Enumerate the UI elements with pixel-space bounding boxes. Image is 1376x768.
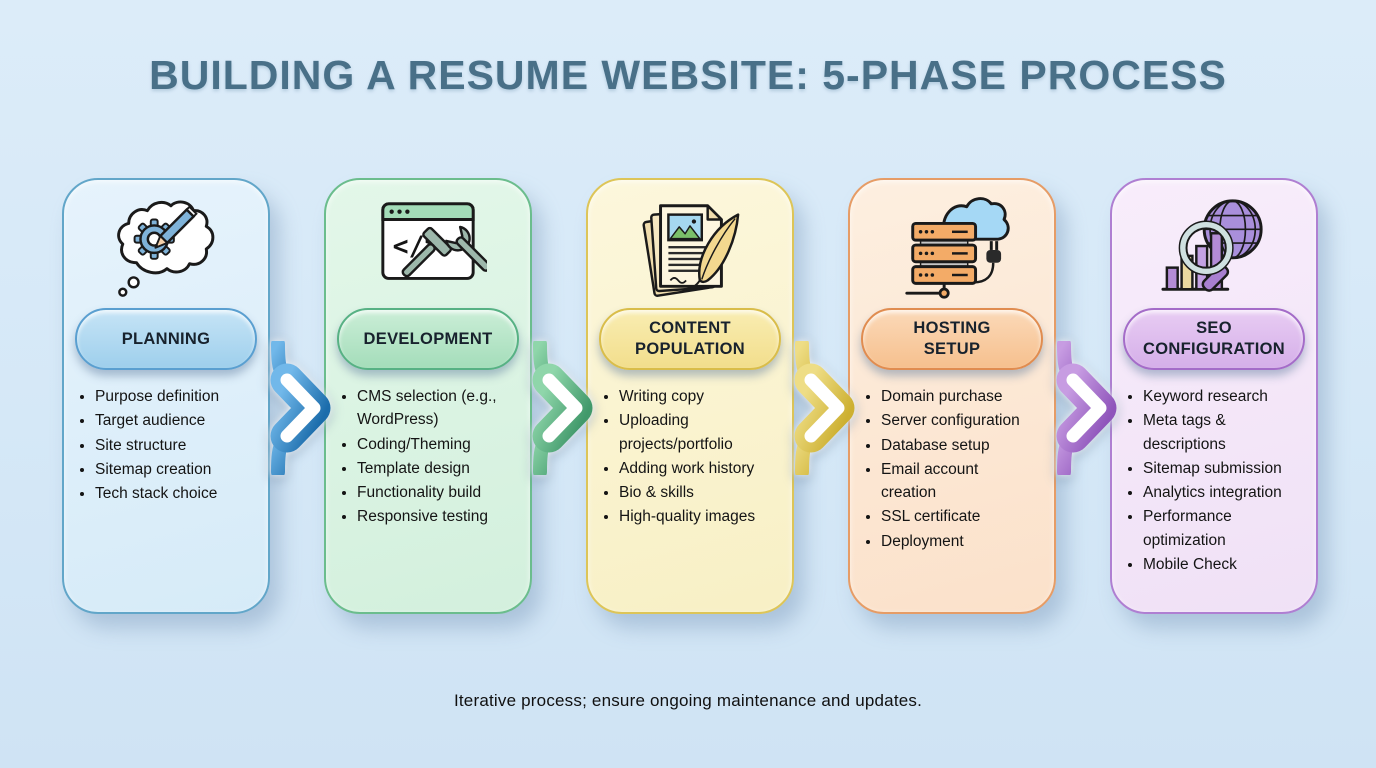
list-item: Target audience — [95, 409, 250, 432]
list-item: Bio & skills — [619, 481, 774, 504]
phase-card-hosting-setup: HOSTING SETUP Domain purchaseServer conf… — [848, 178, 1056, 614]
list-item: Purpose definition — [95, 385, 250, 408]
list-item: Tech stack choice — [95, 482, 250, 505]
server-cloud-plug-icon — [905, 197, 1010, 299]
list-item: High-quality images — [619, 505, 774, 528]
phase-card-planning: PLANNING Purpose definitionTarget audien… — [62, 178, 270, 614]
phase-label-development: DEVELOPMENT — [337, 308, 519, 370]
list-item: Mobile Check — [1143, 553, 1298, 576]
list-item: Keyword research — [1143, 385, 1298, 408]
phase-label-seo-configuration: SEO CONFIGURATION — [1123, 308, 1305, 370]
phase-label-planning: PLANNING — [75, 308, 257, 370]
globe-magnifier-chart-icon — [1161, 199, 1263, 292]
list-item: Deployment — [881, 530, 1036, 553]
arrow-development-to-content-icon — [532, 341, 593, 475]
hosting-icon-wrap — [893, 190, 1011, 306]
list-item: Template design — [357, 457, 512, 480]
list-item: SSL certificate — [881, 505, 1036, 528]
arrow-hosting-to-seo-icon — [1056, 341, 1117, 475]
arrow-planning-to-development-icon — [270, 341, 331, 475]
footer-note: Iterative process; ensure ongoing mainte… — [453, 691, 923, 710]
arrow-content-to-hosting-icon — [794, 341, 855, 475]
phase-list-development: CMS selection (e.g., WordPress)Coding/Th… — [334, 385, 512, 530]
list-item: Database setup — [881, 434, 1036, 457]
phase-list-hosting-setup: Domain purchaseServer configurationDatab… — [858, 385, 1036, 554]
list-item: Analytics integration — [1143, 481, 1298, 504]
phase-cards-row: PLANNING Purpose definitionTarget audien… — [62, 178, 1318, 614]
phase-card-development: </> DEVELOPMENT CMS selection (e.g., Wor… — [324, 178, 532, 614]
list-item: Email account creation — [881, 458, 1036, 505]
thought-bubble-gear-pencil-icon — [117, 200, 215, 297]
phase-card-seo-configuration: SEO CONFIGURATION Keyword researchMeta t… — [1110, 178, 1318, 614]
list-item: CMS selection (e.g., WordPress) — [357, 385, 512, 432]
list-item: Functionality build — [357, 481, 512, 504]
development-icon-wrap: </> — [369, 190, 487, 306]
content-icon-wrap — [631, 190, 749, 306]
phase-label-hosting-setup: HOSTING SETUP — [861, 308, 1043, 370]
documents-quill-icon — [642, 204, 740, 297]
list-item: Coding/Theming — [357, 433, 512, 456]
phase-label-content-population: CONTENT POPULATION — [599, 308, 781, 370]
phase-list-planning: Purpose definitionTarget audienceSite st… — [72, 385, 250, 506]
list-item: Meta tags & descriptions — [1143, 409, 1298, 456]
list-item: Site structure — [95, 434, 250, 457]
list-item: Responsive testing — [357, 505, 512, 528]
list-item: Uploading projects/portfolio — [619, 409, 774, 456]
page-title: BUILDING A RESUME WEBSITE: 5-PHASE PROCE… — [149, 52, 1227, 98]
phase-card-content-population: CONTENT POPULATION Writing copyUploading… — [586, 178, 794, 614]
seo-icon-wrap — [1155, 190, 1273, 306]
list-item: Performance optimization — [1143, 505, 1298, 552]
list-item: Domain purchase — [881, 385, 1036, 408]
list-item: Sitemap submission — [1143, 457, 1298, 480]
browser-code-tools-icon: </> — [381, 202, 487, 280]
list-item: Server configuration — [881, 409, 1036, 432]
phase-list-seo-configuration: Keyword researchMeta tags & descriptions… — [1120, 385, 1298, 577]
planning-icon-wrap — [107, 190, 225, 306]
phase-list-content-population: Writing copyUploading projects/portfolio… — [596, 385, 774, 530]
list-item: Adding work history — [619, 457, 774, 480]
list-item: Writing copy — [619, 385, 774, 408]
list-item: Sitemap creation — [95, 458, 250, 481]
